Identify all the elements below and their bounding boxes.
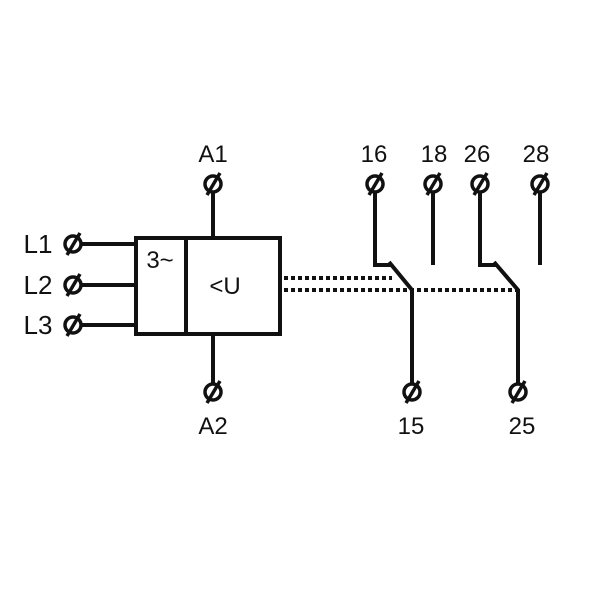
terminal-l3-symbol [63, 313, 83, 337]
terminal-l1-symbol [63, 232, 83, 256]
contact1-switch-arm [387, 260, 414, 383]
terminal-a2-symbol [203, 380, 223, 404]
phase-block [134, 236, 188, 336]
label-a1: A1 [198, 141, 227, 168]
label-28: 28 [523, 141, 550, 168]
label-18: 18 [421, 141, 448, 168]
terminal-l2-symbol [63, 273, 83, 297]
terminal-15-symbol [402, 380, 422, 404]
undervoltage-block [184, 236, 282, 336]
terminal-16-symbol [365, 172, 385, 196]
phase-label: 3~ [146, 247, 173, 274]
label-l1: L1 [24, 229, 53, 259]
contact2-nc-wire [478, 193, 497, 267]
contact2-switch-arm [492, 260, 520, 383]
contact1-nc-wire [373, 193, 392, 267]
label-a2: A2 [198, 413, 227, 440]
terminal-18-symbol [423, 172, 443, 196]
terminal-25-symbol [508, 380, 528, 404]
label-25: 25 [509, 413, 536, 440]
label-16: 16 [361, 141, 388, 168]
label-15: 15 [398, 413, 425, 440]
label-l2: L2 [24, 270, 53, 300]
label-26: 26 [464, 141, 491, 168]
terminal-26-symbol [470, 172, 490, 196]
function-label: <U [209, 273, 240, 300]
label-l3: L3 [24, 310, 53, 340]
terminal-a1-symbol [203, 172, 223, 196]
terminal-28-symbol [530, 172, 550, 196]
